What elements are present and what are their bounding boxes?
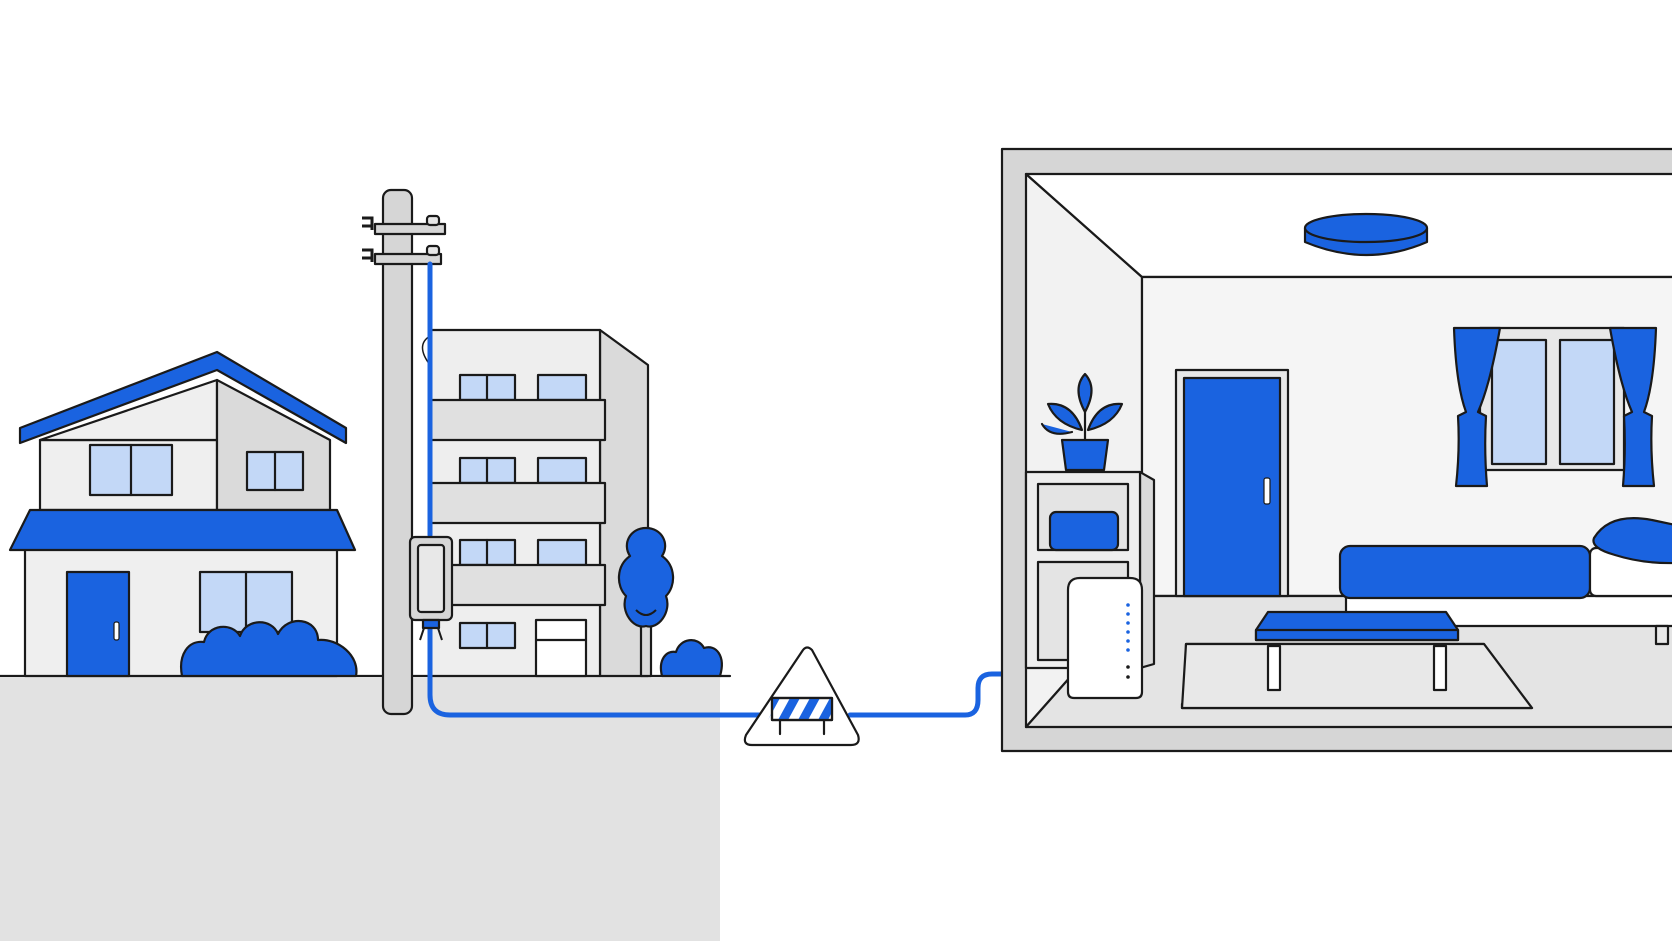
closure-box-icon xyxy=(408,535,454,641)
construction-warning-sign-icon xyxy=(743,646,860,747)
bed-icon xyxy=(1338,517,1672,646)
house-window-upper-left xyxy=(88,443,174,497)
curtain-icon xyxy=(1608,326,1658,488)
house-icon xyxy=(8,350,358,678)
ceiling-light-icon xyxy=(1303,212,1429,257)
optical-network-terminal-icon xyxy=(1066,576,1144,700)
house-window-lower xyxy=(198,570,294,634)
bush-icon xyxy=(659,639,723,678)
house-window-upper-right xyxy=(245,450,305,492)
house-door xyxy=(65,570,131,678)
pillow-icon xyxy=(1592,517,1672,565)
door-icon xyxy=(1174,368,1290,598)
apartment-building-icon xyxy=(428,328,650,678)
room-cutaway xyxy=(1000,147,1672,753)
low-table-icon xyxy=(1254,610,1460,692)
status-leds xyxy=(1126,603,1130,679)
fiber-cable-icon xyxy=(427,261,1078,718)
ground-cross-section xyxy=(0,678,720,941)
building-entrance xyxy=(534,618,588,678)
tree-icon xyxy=(617,526,723,678)
curtain-icon xyxy=(1452,326,1502,488)
plant-icon xyxy=(1040,372,1124,472)
utility-pole-icon xyxy=(362,188,447,716)
barricade-icon xyxy=(768,696,834,736)
bush-icon xyxy=(180,619,358,678)
window-icon xyxy=(1452,326,1658,488)
